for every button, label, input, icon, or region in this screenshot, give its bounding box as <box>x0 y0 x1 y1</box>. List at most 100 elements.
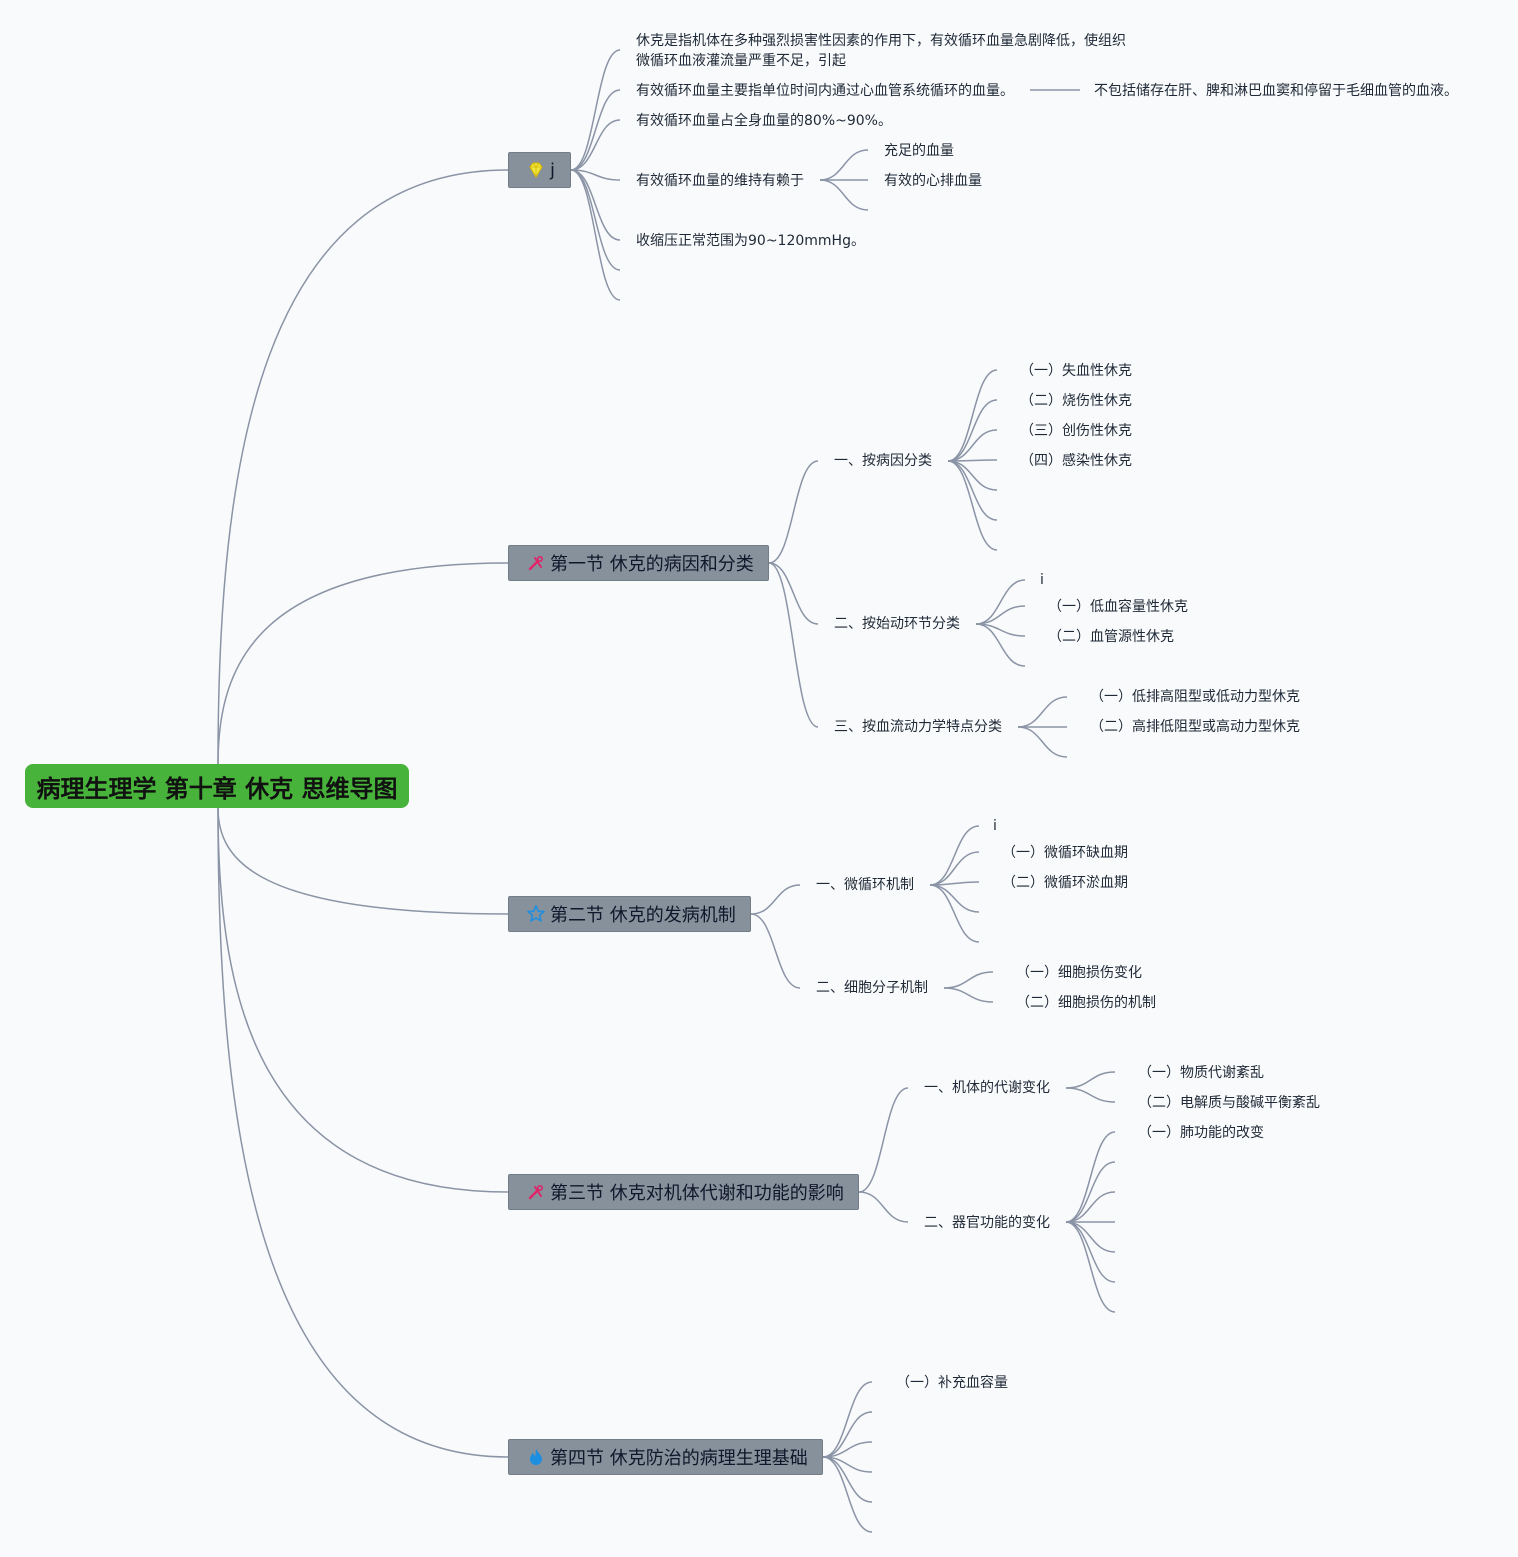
microcirculation-connector <box>929 825 980 886</box>
by-cause-item: （二）烧伤性休克 <box>1020 393 1132 409</box>
section2-connector <box>750 884 801 915</box>
organs-connector <box>1065 1131 1116 1223</box>
cellular-label: 二、细胞分子机制 <box>816 980 928 996</box>
by-trigger-connector <box>975 579 1026 625</box>
section4-connector <box>822 1456 873 1533</box>
metabolism-item: （一）物质代谢紊乱 <box>1138 1065 1264 1081</box>
by-hemodynamics-connector <box>1017 696 1068 728</box>
flame-icon <box>526 1447 546 1467</box>
microcirculation-label: 一、微循环机制 <box>816 877 914 893</box>
maintenance-child: 有效的心排血量 <box>884 173 982 189</box>
root-connector <box>217 807 509 915</box>
by-cause-item: （一）失血性休克 <box>1020 363 1132 379</box>
star-icon <box>526 904 546 924</box>
intro-connector <box>570 169 621 241</box>
intro-connector <box>570 119 621 171</box>
intro-connector <box>570 89 621 171</box>
cellular-item: （二）细胞损伤的机制 <box>1016 995 1156 1011</box>
topic-section1-label: 第一节 休克的病因和分类 <box>550 554 754 575</box>
section2-connector <box>750 913 801 989</box>
by-hemodynamics-item: （一）低排高阻型或低动力型休克 <box>1090 689 1300 705</box>
intro-connector <box>570 49 621 171</box>
microcirculation-item: （一）微循环缺血期 <box>1002 845 1128 861</box>
by-trigger-item: （一）低血容量性休克 <box>1048 599 1188 615</box>
topic-section2[interactable]: 第二节 休克的发病机制 <box>508 896 751 932</box>
metabolism-label: 一、机体的代谢变化 <box>924 1080 1050 1096</box>
by-hemodynamics-connector <box>1017 726 1068 758</box>
maintenance-text: 有效循环血量的维持有赖于 <box>636 173 804 189</box>
microcirculation-connector <box>929 851 980 886</box>
topic-section3-label: 第三节 休克对机体代谢和功能的影响 <box>550 1183 844 1204</box>
microcirculation-item: （二）微循环淤血期 <box>1002 875 1128 891</box>
intro-connector <box>570 169 621 301</box>
by-trigger-connector <box>975 605 1026 625</box>
tools-icon <box>526 553 546 573</box>
maintenance-connector <box>819 179 869 211</box>
root-title: 病理生理学 第十章 休克 思维导图 <box>36 774 398 803</box>
root-connector <box>217 169 509 765</box>
by-cause-label: 一、按病因分类 <box>834 453 932 469</box>
diamond-icon <box>526 160 546 180</box>
by-hemodynamics-item: （二）高排低阻型或高动力型休克 <box>1090 719 1300 735</box>
cellular-connector <box>943 987 994 1003</box>
by-hemodynamics-label: 三、按血流动力学特点分类 <box>834 719 1002 735</box>
by-cause-item: （四）感染性休克 <box>1020 453 1132 469</box>
topic-section4[interactable]: 第四节 休克防治的病理生理基础 <box>508 1439 823 1475</box>
systolic-text: 收缩压正常范围为90~120mmHg。 <box>636 233 865 249</box>
root-topic[interactable]: 病理生理学 第十章 休克 思维导图 <box>25 764 409 808</box>
by-trigger-item: （二）血管源性休克 <box>1048 629 1174 645</box>
definition-text: 休克是指机体在多种强烈损害性因素的作用下，有效循环血量急剧降低，使组织微循环血液… <box>636 33 1126 69</box>
percentage-text: 有效循环血量占全身血量的80%~90%。 <box>636 113 892 129</box>
by-cause-connector <box>947 460 998 551</box>
section4-connector <box>822 1411 873 1458</box>
topic-intro-label: j <box>550 159 556 181</box>
section3-connector <box>858 1191 909 1223</box>
effective-volume-text: 有效循环血量主要指单位时间内通过心血管系统循环的血量。 <box>636 83 1014 99</box>
by-trigger-label: 二、按始动环节分类 <box>834 616 960 632</box>
organs-label: 二、器官功能的变化 <box>924 1215 1050 1231</box>
organs-connector <box>1065 1221 1116 1313</box>
section4-connector <box>822 1381 873 1458</box>
topic-section3[interactable]: 第三节 休克对机体代谢和功能的影响 <box>508 1174 859 1210</box>
cellular-item: （一）细胞损伤变化 <box>1016 965 1142 981</box>
organs-connector <box>1065 1161 1116 1223</box>
metabolism-item: （二）电解质与酸碱平衡紊乱 <box>1138 1095 1320 1111</box>
organs-connector <box>1065 1221 1116 1283</box>
intro-connector <box>570 169 621 181</box>
by-cause-connector <box>947 460 998 491</box>
by-cause-item: （三）创伤性休克 <box>1020 423 1132 439</box>
effective-volume-note: 不包括储存在肝、脾和淋巴血窦和停留于毛细血管的血液。 <box>1094 83 1458 99</box>
by-trigger-marker: i <box>1040 572 1044 588</box>
by-cause-connector <box>947 429 998 462</box>
maintenance-child: 充足的血量 <box>884 143 954 159</box>
intro-connector <box>570 169 621 271</box>
root-connector <box>217 807 509 1458</box>
section1-connector <box>768 562 819 728</box>
metabolism-connector <box>1065 1087 1116 1103</box>
by-cause-connector <box>947 460 998 521</box>
by-trigger-connector <box>975 623 1026 667</box>
section4-item: （一）补充血容量 <box>896 1375 1008 1391</box>
tools-icon <box>526 1182 546 1202</box>
section1-connector <box>768 460 819 564</box>
organs-connector <box>1065 1191 1116 1223</box>
section3-connector <box>858 1087 909 1193</box>
topic-intro[interactable]: j <box>508 152 571 188</box>
by-cause-connector <box>947 399 998 462</box>
organs-item: （一）肺功能的改变 <box>1138 1125 1264 1141</box>
metabolism-connector <box>1065 1071 1116 1089</box>
microcirculation-marker: i <box>993 818 997 834</box>
maintenance-connector <box>819 149 869 181</box>
organs-connector <box>1065 1221 1116 1253</box>
microcirculation-connector <box>929 884 980 943</box>
microcirculation-connector <box>929 884 980 913</box>
root-connector <box>217 807 509 1193</box>
topic-section1[interactable]: 第一节 休克的病因和分类 <box>508 545 769 581</box>
section1-connector <box>768 562 819 625</box>
root-connector <box>217 562 509 765</box>
topic-section2-label: 第二节 休克的发病机制 <box>550 905 736 926</box>
topic-section4-label: 第四节 休克防治的病理生理基础 <box>550 1448 808 1469</box>
by-cause-connector <box>947 369 998 462</box>
cellular-connector <box>943 971 994 989</box>
